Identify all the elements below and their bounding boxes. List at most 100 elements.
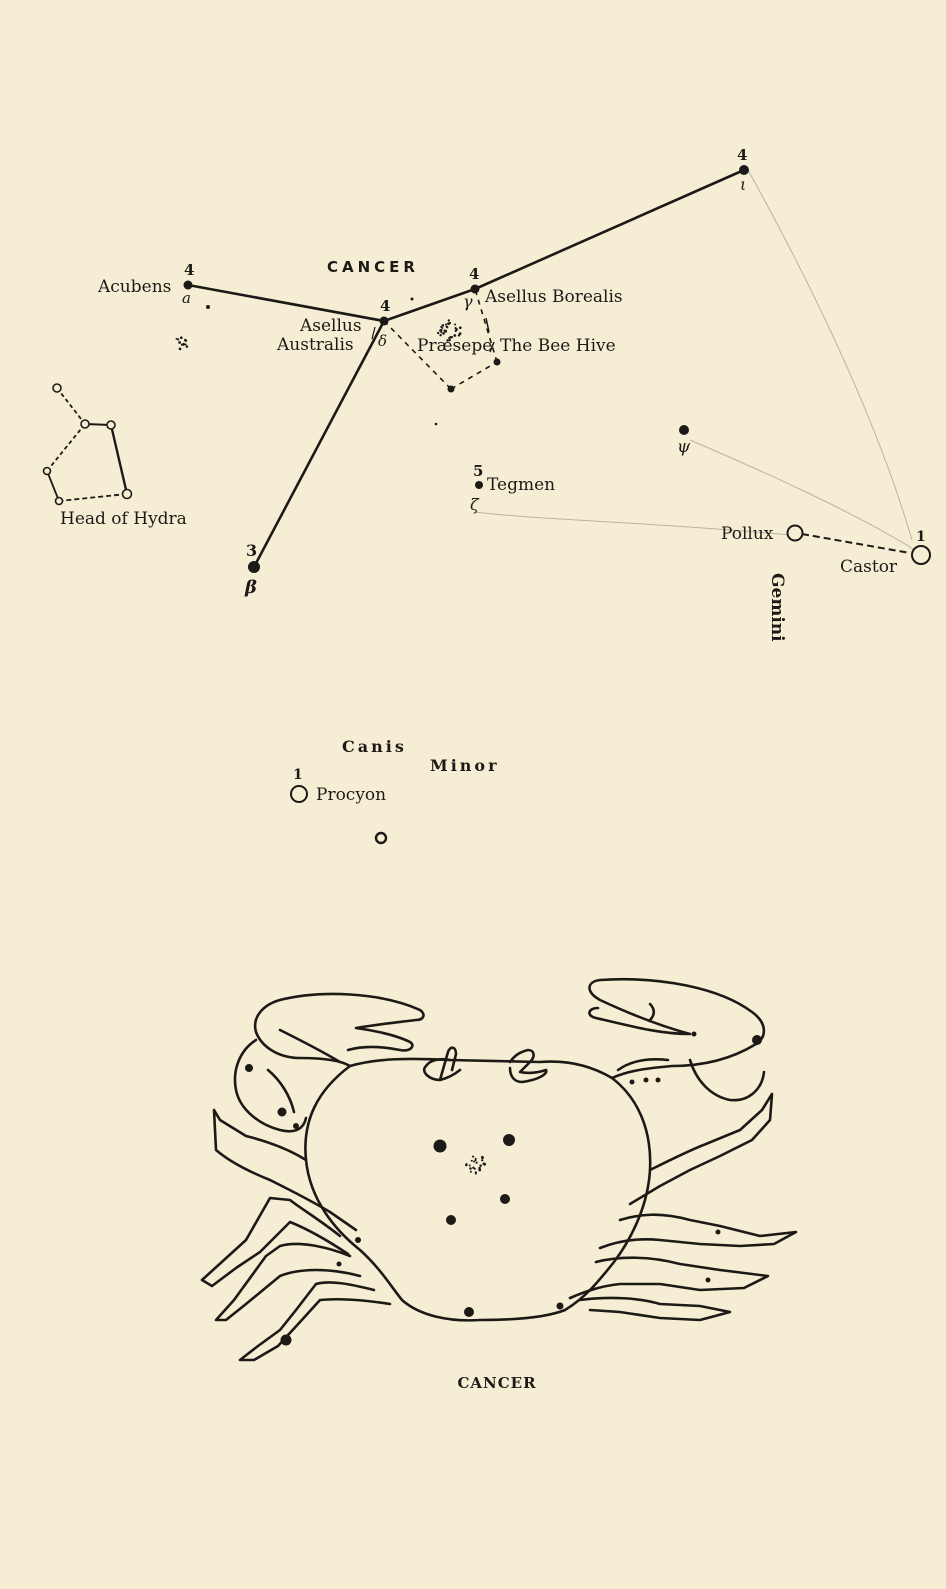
faint-line-iota-castor (747, 169, 913, 541)
crab-star-10 (752, 1035, 762, 1045)
cancer-stars (183, 165, 749, 573)
hydra-cluster-dot (179, 336, 183, 340)
praesepe-cluster-dot (454, 326, 457, 330)
crab-star-14 (629, 1079, 635, 1085)
hydra-star-5 (54, 496, 64, 506)
crab-star-16 (336, 1261, 342, 1267)
delta-greek: δ (378, 332, 387, 350)
faint-line-zeta-pollux (474, 511, 791, 536)
praesepe-cluster-dot (437, 331, 440, 335)
star-small-1 (206, 305, 210, 309)
constellation-title: CANCER (327, 258, 419, 276)
hydra-cluster-dot (184, 339, 188, 342)
crab-cluster-dot (475, 1161, 478, 1164)
crab-star-7 (245, 1064, 253, 1072)
hydra-star-4 (121, 488, 133, 500)
procyon-label: Procyon (316, 785, 386, 805)
line-iota-gamma (473, 168, 746, 291)
procyon-star (290, 785, 308, 803)
crab-right-claw (588, 977, 766, 1080)
crab-right-leg-3 (568, 1256, 770, 1300)
praesepe-cluster-dot (446, 339, 450, 342)
crab-cluster-icon (464, 1155, 487, 1175)
crab-cluster-dot (465, 1163, 468, 1166)
crab-star-9 (293, 1123, 299, 1129)
hydra-cluster-dot (185, 345, 189, 348)
castor-magnitude: 1 (916, 529, 926, 545)
crab-stars (245, 1031, 762, 1346)
crab-star-19 (705, 1277, 711, 1283)
plate-caption: CANCER (457, 1374, 536, 1392)
crab-cluster-dot (474, 1172, 477, 1175)
crab-star-12 (643, 1077, 649, 1083)
praesepe-cluster-dot (458, 334, 461, 337)
hydra-cluster-dot (178, 341, 181, 344)
crab-star-11 (691, 1031, 697, 1037)
praesepe-cluster-dot (447, 319, 450, 322)
crab-cluster-dot (483, 1163, 487, 1166)
crab-left-leg-4 (238, 1281, 392, 1362)
hydra-star-3 (106, 420, 116, 430)
castor-star (911, 545, 931, 565)
crab-cluster-dot (473, 1167, 476, 1170)
praesepe-cluster-dot (439, 333, 442, 337)
star-east-loop (493, 358, 501, 366)
crab-cluster-dot (478, 1169, 481, 1172)
iota-greek: ι (740, 175, 746, 194)
star-psi (679, 425, 689, 435)
hydra-star-2 (80, 419, 90, 429)
crab-left-claw (253, 992, 425, 1068)
gamma-magnitude: 4 (469, 265, 479, 283)
gemini-figure (786, 524, 931, 565)
crab-left-eye (422, 1046, 462, 1082)
canis-minor-star-2 (374, 831, 388, 845)
crab-left-leg-3 (214, 1242, 362, 1322)
cancer-figure-lines (186, 168, 746, 569)
crab-cluster-dot (470, 1159, 473, 1162)
pollux-label: Pollux (721, 524, 774, 544)
gamma-greek: γ (463, 292, 473, 311)
praesepe-cluster-dot (454, 323, 457, 326)
canis-minor-label: Canis Minor (342, 737, 497, 775)
hydra-label: Head of Hydra (60, 509, 187, 529)
crab-left-leg-2 (200, 1196, 350, 1288)
hydra-cluster-dot (176, 338, 180, 341)
praesepe-cluster-dot (455, 329, 458, 332)
gemini-label: Gemini (767, 573, 787, 642)
star-delta (379, 316, 389, 326)
crab-cluster-dot (482, 1156, 485, 1159)
praesepe-cluster-icon (437, 319, 462, 342)
crab-right-leg-4 (578, 1296, 732, 1322)
crab-carapace (304, 1057, 652, 1322)
star-beta (248, 561, 260, 573)
crab-left-arm-detail (266, 1028, 342, 1114)
praesepe-cluster-dot (458, 326, 462, 330)
iota-magnitude: 4 (737, 146, 747, 164)
crab-right-leg-2 (598, 1213, 798, 1250)
crab-star-17 (280, 1334, 292, 1346)
zeta-magnitude: 5 (473, 462, 483, 480)
star-zeta (475, 481, 483, 489)
delta-name-line2: Australis (276, 335, 354, 355)
crab-star-13 (655, 1077, 661, 1083)
crab-star-1 (433, 1139, 447, 1153)
praesepe-cluster-dot (449, 336, 452, 339)
canis-word: Canis (342, 737, 407, 756)
praesepe-cluster-dot (440, 331, 443, 334)
crab-right-leg-1 (628, 1092, 774, 1206)
beta-magnitude: 3 (246, 541, 257, 560)
praesepe-cluster-dot (453, 334, 457, 337)
crab-star-5 (464, 1307, 474, 1317)
dash-south-east (450, 361, 498, 390)
hydra-cluster-icon (175, 336, 189, 351)
alpha-name: Acubens (97, 277, 171, 297)
praesepe-cluster-dot (441, 327, 444, 329)
crab-star-2 (503, 1134, 515, 1146)
hydra-cluster-dot (178, 347, 182, 351)
crab-star-4 (446, 1215, 456, 1225)
praesepe-cluster-dot (447, 322, 450, 326)
pollux-castor-line (801, 533, 911, 554)
crab-right-eye (508, 1048, 548, 1084)
